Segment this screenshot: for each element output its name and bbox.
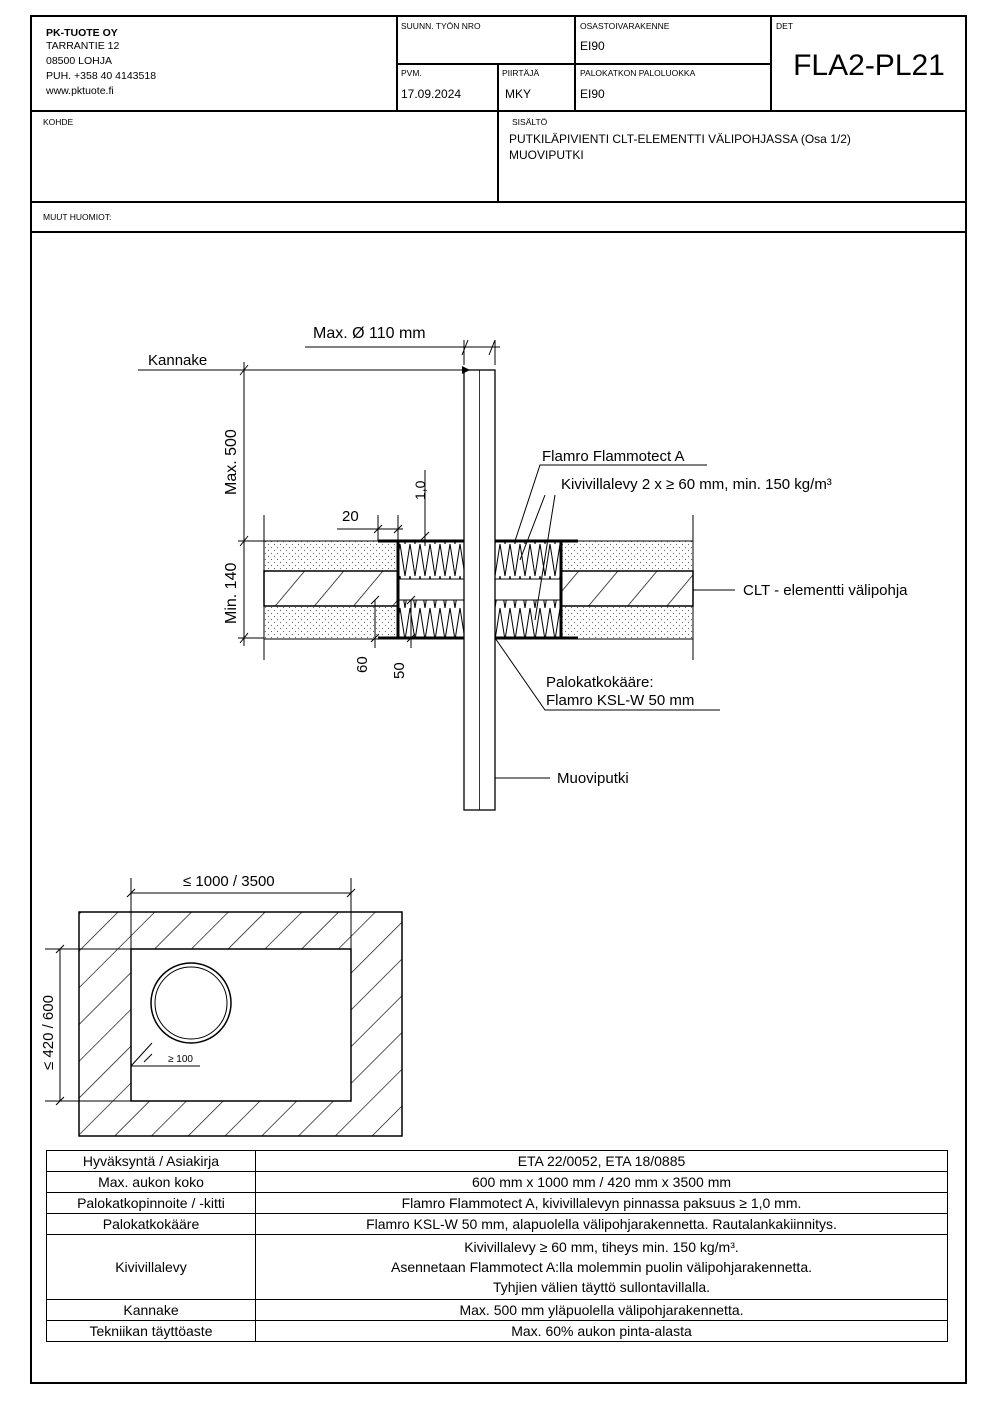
clt-text: CLT - elementti välipohja (743, 582, 908, 599)
spec-row: Kannake Max. 500 mm yläpuolella välipohja… (46, 1299, 948, 1321)
sisalto-line2: MUOVIPUTKI (509, 148, 584, 162)
spec-value: 600 mm x 1000 mm / 420 mm x 3500 mm (255, 1171, 948, 1193)
company-city: 08500 LOHJA (46, 55, 112, 67)
kohde-label: KOHDE (43, 117, 74, 127)
piirtaja-label: PIIRTÄJÄ (502, 68, 540, 78)
spec-table: Hyväksyntä / Asiakirja ETA 22/0052, ETA 1… (46, 1150, 948, 1342)
dim-50-text: 50 (391, 662, 408, 679)
spec-row: Hyväksyntä / Asiakirja ETA 22/0052, ETA 1… (46, 1150, 948, 1172)
spec-key: Kannake (46, 1299, 256, 1321)
spec-value: Max. 60% aukon pinta-alasta (255, 1320, 948, 1342)
dim-min140-text: Min. 140 (223, 563, 240, 624)
spec-value: Kivivillalevy ≥ 60 mm, tiheys min. 150 k… (255, 1234, 948, 1300)
dim-20-text: 20 (342, 508, 359, 525)
company-street: TARRANTIE 12 (46, 40, 120, 52)
paloluokka-value: EI90 (580, 87, 605, 101)
muoviputki-text: Muoviputki (557, 770, 629, 787)
palokatko-line2-text: Flamro KSL-W 50 mm (546, 692, 694, 709)
spec-key: Hyväksyntä / Asiakirja (46, 1150, 256, 1172)
spec-row: Kivivillalevy Kivivillalevy ≥ 60 mm, tihe… (46, 1234, 948, 1300)
spec-value: Flamro Flammotect A, kivivillalevyn pinn… (255, 1192, 948, 1214)
osasto-value: EI90 (580, 39, 605, 53)
spec-value-line: Max. 500 mm yläpuolella välipohjarakenne… (459, 1302, 744, 1318)
spec-row: Max. aukon koko 600 mm x 1000 mm / 420 mm… (46, 1171, 948, 1193)
det-code: FLA2-PL21 (793, 49, 945, 82)
spec-key: Max. aukon koko (46, 1171, 256, 1193)
dim-60-text: 60 (354, 656, 371, 673)
spec-value-line: Kivivillalevy ≥ 60 mm, tiheys min. 150 k… (464, 1239, 739, 1255)
flammotect-text: Flamro Flammotect A (542, 448, 685, 465)
plan-pipe-inner (154, 966, 228, 1040)
kannake-text: Kannake (148, 352, 207, 369)
dim-10-text: 1,0 (412, 480, 428, 500)
company-phone: PUH. +358 40 4143518 (46, 70, 157, 82)
spec-value-line: Asennetaan Flammotect A:lla molemmin puo… (390, 1259, 812, 1275)
spec-row: Palokatkopinnoite / -kitti Flamro Flammot… (46, 1192, 948, 1214)
kivivilla-text: Kivivillalevy 2 x ≥ 60 mm, min. 150 kg/m… (561, 476, 832, 493)
clt-slab-right (560, 540, 694, 640)
spec-value-line: Flamro KSL-W 50 mm, alapuolella välipohj… (366, 1216, 837, 1232)
spec-value: Max. 500 mm yläpuolella välipohjarakenne… (255, 1299, 948, 1321)
spec-row: Tekniikan täyttöaste Max. 60% aukon pinta… (46, 1320, 948, 1342)
suunn-label: SUUNN. TYÖN NRO (401, 21, 481, 31)
piirtaja-value: MKY (505, 87, 532, 101)
dim-diameter-text: Max. Ø 110 mm (313, 325, 426, 342)
plan-height-text: ≤ 420 / 600 (40, 995, 57, 1070)
spec-value-line: ETA 22/0052, ETA 18/0885 (517, 1153, 686, 1169)
osasto-label: OSASTOIVARAKENNE (580, 21, 670, 31)
sisalto-line1: PUTKILÄPIVIENTI CLT-ELEMENTTI VÄLIPOHJAS… (509, 132, 851, 146)
sisalto-label: SISÄLTÖ (512, 117, 548, 127)
pvm-value: 17.09.2024 (401, 87, 462, 101)
spec-key: Tekniikan täyttöaste (46, 1320, 256, 1342)
spec-value-line: Flamro Flammotect A, kivivillalevyn pinn… (401, 1195, 802, 1211)
company-web: www.pktuote.fi (46, 85, 114, 97)
paloluokka-label: PALOKATKON PALOLUOKKA (580, 68, 696, 78)
spec-key: Kivivillalevy (46, 1234, 256, 1300)
plan-100-text: ≥ 100 (168, 1054, 193, 1065)
company-name: PK-TUOTE OY (46, 27, 118, 39)
spec-value: ETA 22/0052, ETA 18/0885 (255, 1150, 948, 1172)
plastic-pipe (463, 369, 496, 811)
det-label: DET (776, 21, 793, 31)
spec-value-line: 600 mm x 1000 mm / 420 mm x 3500 mm (471, 1174, 732, 1190)
pvm-label: PVM. (401, 68, 422, 78)
flammotect-coating (378, 539, 578, 640)
palokatko-line1-text: Palokatkokääre: (546, 674, 654, 691)
spec-key: Palokatkopinnoite / -kitti (46, 1192, 256, 1214)
dim-max500-text: Max. 500 (223, 429, 240, 495)
muut-label: MUUT HUOMIOT: (43, 212, 112, 222)
spec-value-line: Max. 60% aukon pinta-alasta (511, 1323, 692, 1339)
spec-row: Palokatkokääre Flamro KSL-W 50 mm, alapuo… (46, 1213, 948, 1235)
spec-key: Palokatkokääre (46, 1213, 256, 1235)
spec-value-line: Tyhjien välien täyttö sullontavillalla. (492, 1279, 711, 1295)
spec-value: Flamro KSL-W 50 mm, alapuolella välipohj… (255, 1213, 948, 1235)
plan-width-text: ≤ 1000 / 3500 (183, 873, 275, 890)
